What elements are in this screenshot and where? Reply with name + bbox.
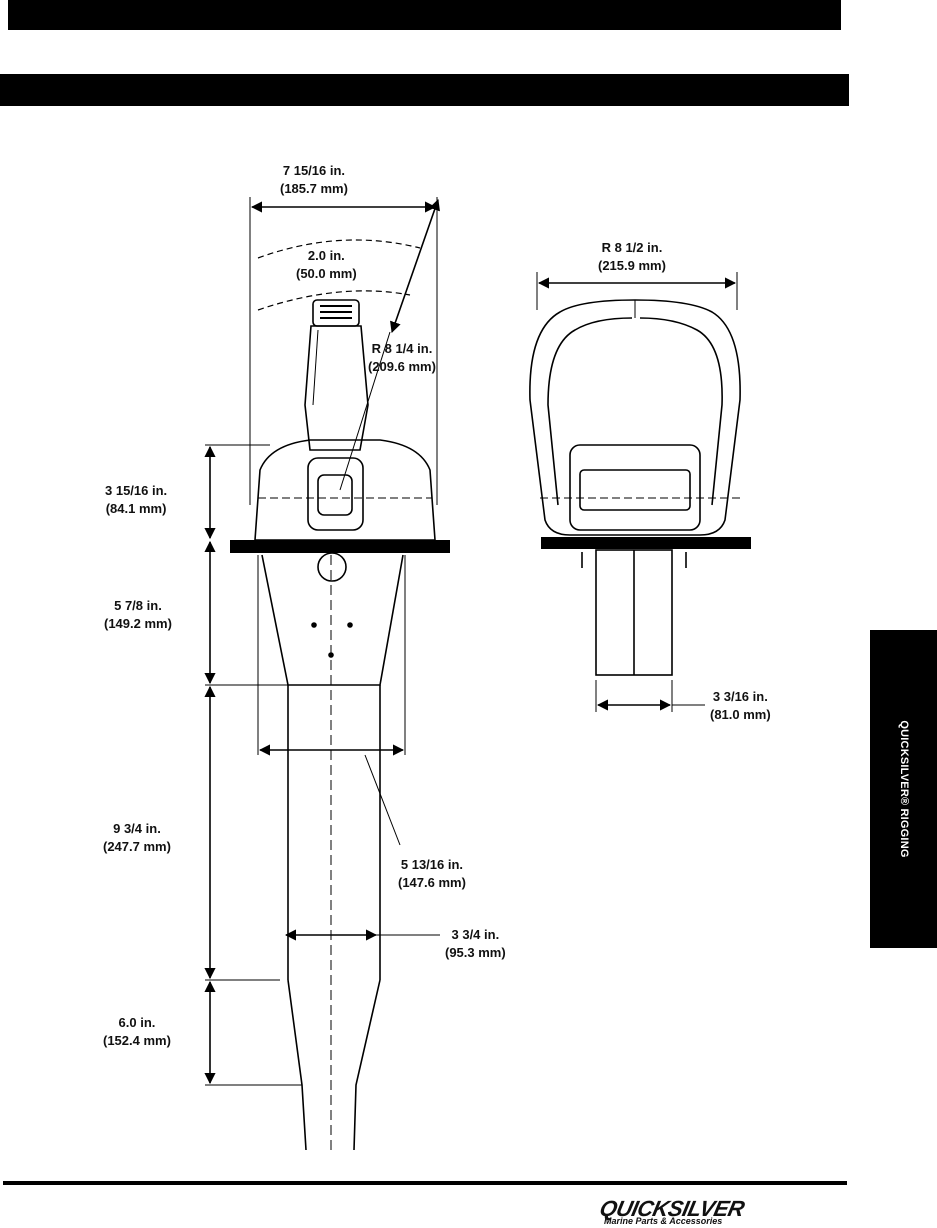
section-side-tab: QUICKSILVER® RIGGING <box>870 630 937 948</box>
dim-lower-height: 5 7/8 in.(149.2 mm) <box>104 598 172 631</box>
dim-neck-width: 3 3/4 in.(95.3 mm) <box>445 927 506 960</box>
dim-cutout-width: 5 13/16 in.(147.6 mm) <box>398 857 466 890</box>
dim-lever-radius: R 8 1/4 in.(209.6 mm) <box>368 341 436 374</box>
dim-cutout-height: 9 3/4 in.(247.7 mm) <box>103 821 171 854</box>
side-tab-label: QUICKSILVER® RIGGING <box>897 720 910 858</box>
dim-top-width: 7 15/16 in.(185.7 mm) <box>280 163 348 196</box>
quicksilver-logo: QUICKSILVER Marine Parts & Accessories <box>597 1196 770 1228</box>
dim-bottom-height: 6.0 in.(152.4 mm) <box>103 1015 171 1048</box>
logo-tagline: Marine Parts & Accessories <box>604 1216 723 1226</box>
dim-side-depth: 3 3/16 in.(81.0 mm) <box>710 689 771 722</box>
dim-side-radius: R 8 1/2 in.(215.9 mm) <box>598 240 666 273</box>
header-bar-top <box>8 0 841 30</box>
dim-housing-height: 3 15/16 in.(84.1 mm) <box>105 483 168 516</box>
header-bar-section <box>0 74 849 106</box>
dim-travel: 2.0 in.(50.0 mm) <box>296 248 357 281</box>
